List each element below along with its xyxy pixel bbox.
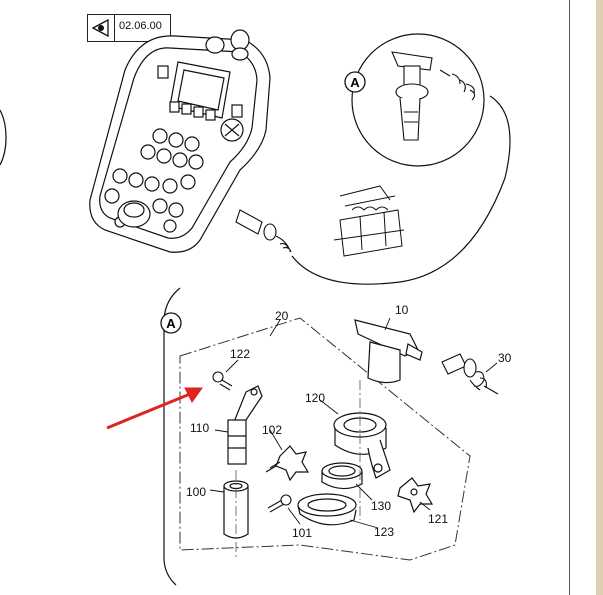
detail-circle-contents: [391, 51, 476, 141]
callout-121: 121: [428, 512, 448, 526]
detail-marker-bottom: [160, 312, 182, 334]
detail-marker-bottom-label: A: [166, 316, 176, 331]
detail-marker-top: [344, 71, 366, 93]
callout-123: 123: [374, 525, 394, 539]
assembly-boundary: [179, 317, 471, 561]
part-122-screw: [212, 371, 233, 391]
view-code: 02.06.00: [119, 20, 162, 32]
callout-122: 122: [230, 347, 250, 361]
axis-lines: [235, 380, 361, 560]
part-123-washer: [297, 493, 357, 526]
part-120-collar: [333, 412, 391, 479]
cable: [291, 95, 511, 285]
callout-102: 102: [262, 423, 282, 437]
callout-101: 101: [292, 526, 312, 540]
part-102-knob: [265, 445, 310, 482]
red-arrow: [106, 387, 203, 430]
detail-marker-top-label: A: [350, 75, 360, 90]
detail-bracket: [163, 287, 181, 586]
callout-130: 130: [371, 499, 391, 513]
part-110-post: [227, 385, 263, 465]
partial-arc: [0, 109, 7, 166]
callout-10: 10: [395, 303, 409, 317]
page-side-strip: [596, 0, 603, 595]
callout-110: 110: [190, 421, 209, 435]
callout-30: 30: [498, 351, 512, 365]
eye-view-icon: [88, 15, 115, 41]
callout-20: 20: [275, 309, 289, 323]
view-reference-box: 02.06.00: [87, 14, 171, 42]
part-121-knob: [397, 477, 434, 514]
leader-lines: [209, 317, 498, 529]
callout-100: 100: [186, 485, 206, 499]
chassis-section: [333, 185, 405, 257]
remote-handset: [89, 29, 271, 253]
callout-120: 120: [305, 391, 325, 405]
handset-connector: [235, 209, 292, 253]
part-30-connector: [441, 353, 499, 395]
part-101-screw: [267, 494, 292, 513]
page-edge-line: [569, 0, 570, 595]
part-130-ring: [321, 462, 363, 490]
part-10-lever: [354, 319, 423, 384]
